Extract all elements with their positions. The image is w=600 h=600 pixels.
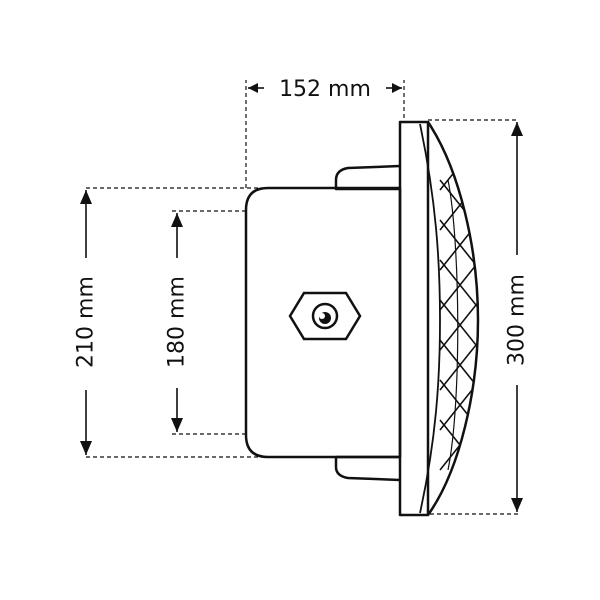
lower-mount-tab <box>334 455 401 482</box>
extension-lines <box>86 80 518 515</box>
depth-dimension-label: 152 mm <box>279 77 371 102</box>
housing-box <box>244 186 402 459</box>
hex-nut-icon <box>288 291 362 341</box>
dimension-lines <box>80 83 523 512</box>
upper-mount-tab <box>334 164 401 191</box>
inner-height-dimension-label: 180 mm <box>165 276 190 368</box>
lamp-body <box>244 120 480 517</box>
lens-dome <box>426 121 480 516</box>
face-height-dimension-label: 300 mm <box>505 274 530 366</box>
lens-grid <box>439 139 478 471</box>
flange-inner-curve <box>419 123 441 514</box>
outer-height-dimension-label: 210 mm <box>74 276 99 368</box>
flange-plate <box>398 120 430 517</box>
